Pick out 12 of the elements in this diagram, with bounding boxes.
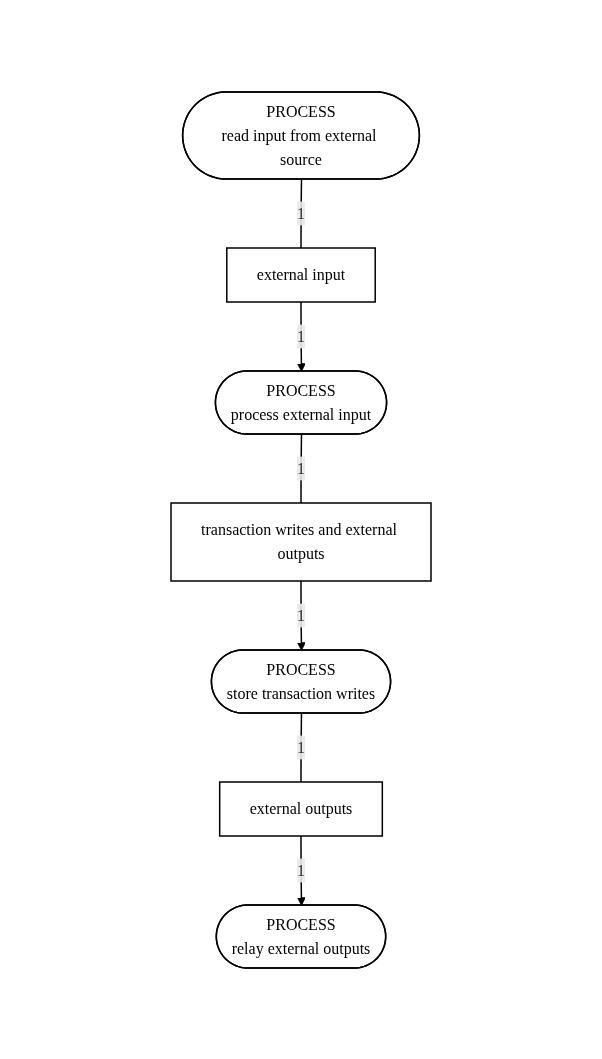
node-box: external input [226, 246, 376, 303]
edge-label: 1 [297, 738, 305, 755]
arrow [297, 579, 306, 651]
edge-label: 1 [297, 459, 305, 476]
edge-label: 1 [297, 327, 305, 344]
arrow [297, 834, 306, 906]
node-box: transaction writes and external outputs [170, 501, 432, 582]
node-box: external outputs [218, 780, 384, 837]
arrow [297, 300, 306, 372]
edge-label: 1 [297, 606, 305, 623]
edge-label: 1 [297, 204, 305, 221]
edge-label: 1 [297, 861, 305, 878]
